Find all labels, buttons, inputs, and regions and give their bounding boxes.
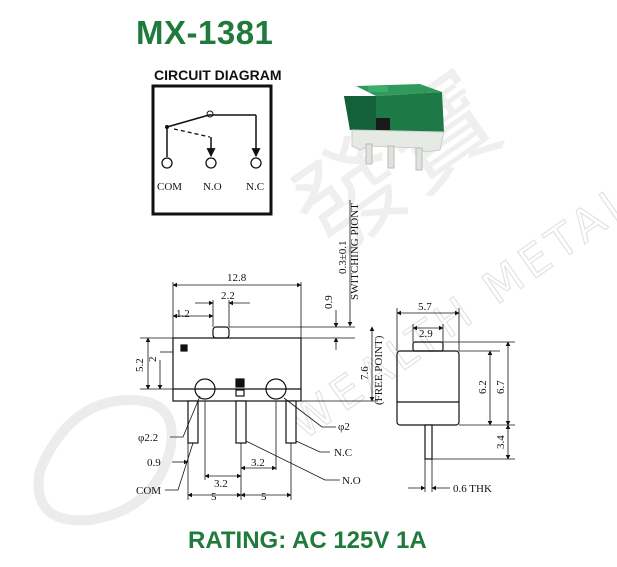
hole-left: [194, 378, 216, 400]
watermark: 發寶 WEALTH METAL: [33, 49, 617, 526]
pin-label-com: COM: [136, 485, 161, 497]
dim-pretravel: 0.9: [323, 295, 335, 309]
dim-plunger-width: 2.9: [419, 328, 433, 340]
watermark-logo: [33, 394, 177, 526]
end-pin: [424, 424, 433, 460]
dim-pin-spacing-2: 3.2: [251, 457, 265, 469]
dim-free-height: 7.6: [359, 366, 371, 380]
corner-mark: [180, 344, 188, 352]
label-switching-point: SWITCHING PIONT: [349, 203, 361, 300]
pin-no: [235, 400, 247, 444]
dim-end-width: 5.7: [418, 301, 432, 313]
side-body: [172, 337, 302, 402]
label-free-point: (FREE POINT): [373, 335, 385, 405]
circuit-frame: [151, 84, 273, 216]
pin-label-no: N.O: [342, 475, 361, 487]
dim-pin-length: 3.4: [495, 435, 507, 449]
rating-label: RATING: AC 125V 1A: [188, 527, 427, 554]
terminal-nc: [250, 157, 262, 169]
dim-end-height-b: 6.7: [495, 380, 507, 394]
dim-left-offset: 1.2: [176, 308, 190, 320]
dim-mount-height: 2: [147, 357, 159, 363]
dim-pin-pitch-2: 5: [261, 491, 267, 503]
circuit-label-no: N.O: [203, 181, 222, 193]
circuit-label-nc: N.C: [246, 181, 264, 193]
hole-right: [265, 378, 287, 400]
dim-width: 12.8: [227, 272, 247, 284]
end-view: [396, 308, 515, 492]
pin-label-nc: N.C: [334, 447, 352, 459]
dim-pin-spacing-1: 3.2: [214, 478, 228, 490]
circuit-diagram: CIRCUIT DIAGRAM COM N.O N.C: [151, 67, 282, 216]
side-view-labels: 12.8 2.2 1.2 0.9 0.3±0.1 SWITCHING PIONT…: [134, 203, 385, 503]
dim-hole-large: φ2: [338, 421, 350, 433]
circuit-heading: CIRCUIT DIAGRAM: [154, 67, 282, 83]
pin-nc: [285, 400, 297, 444]
side-view: [140, 200, 378, 500]
dim-hole-small: φ2.2: [138, 432, 158, 444]
switch-photo: [344, 84, 445, 171]
dim-end-height-a: 6.2: [477, 380, 489, 394]
dim-switching-tolerance: 0.3±0.1: [337, 240, 349, 274]
terminal-no: [205, 157, 217, 169]
dim-body-height: 5.2: [134, 358, 146, 372]
circuit-label-com: COM: [157, 181, 182, 193]
dim-thickness: 0.6 THK: [453, 483, 492, 495]
end-view-labels: 5.7 2.9 6.2 6.7 3.4 0.6 THK: [418, 301, 507, 495]
dim-pin-left-offset: 0.9: [147, 457, 161, 469]
terminal-com: [161, 157, 173, 169]
model-title: MX-1381: [136, 14, 274, 51]
dim-pin-pitch: 2.2: [221, 290, 235, 302]
watermark-brand-cn: 發寶: [270, 49, 524, 280]
dim-pin-pitch-1: 5: [211, 491, 217, 503]
